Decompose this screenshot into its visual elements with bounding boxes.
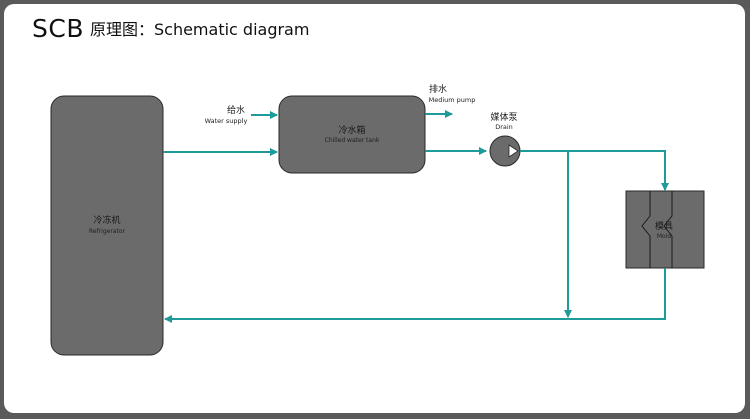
- refrigerator-unit: 冷冻机 Refrigerator: [50, 95, 164, 356]
- diagram-subtitle: 原理图：Schematic diagram: [89, 20, 310, 39]
- water-supply-label-cn: 给水: [227, 104, 245, 116]
- pipe-return-to-refrigerator: [164, 268, 666, 323]
- pipe-pump-to-mold: [520, 150, 669, 191]
- schematic-diagram: 冷冻机 Refrigerator 冷水箱 Chilled water tank …: [50, 83, 705, 356]
- mold-label-cn: 模具: [655, 221, 673, 232]
- tank-label-en: Chilled water tank: [325, 137, 380, 144]
- mold-label-en: Mold: [657, 233, 672, 240]
- tank-label-cn: 冷水箱: [338, 124, 365, 136]
- chilled-water-tank: 冷水箱 Chilled water tank: [278, 95, 426, 174]
- refrigerator-label-cn: 冷冻机: [93, 214, 120, 226]
- refrigerator-label-en: Refrigerator: [89, 228, 126, 235]
- brand-name: SCB: [32, 14, 84, 43]
- pump-label-cn: 媒体泵: [490, 111, 517, 123]
- diagram-card: SCB 原理图：Schematic diagram 冷冻机 Refrigerato…: [4, 4, 745, 413]
- mold-unit: 模具 Mold: [625, 190, 705, 269]
- drain-label-cn: 排水: [429, 83, 447, 95]
- media-pump-icon: [489, 135, 521, 167]
- water-supply-label-en: Water supply: [205, 117, 248, 125]
- pump-label-en: Drain: [495, 123, 513, 131]
- page-title: SCB 原理图：Schematic diagram: [32, 14, 309, 43]
- drain-label-en: Medium pump: [429, 96, 476, 104]
